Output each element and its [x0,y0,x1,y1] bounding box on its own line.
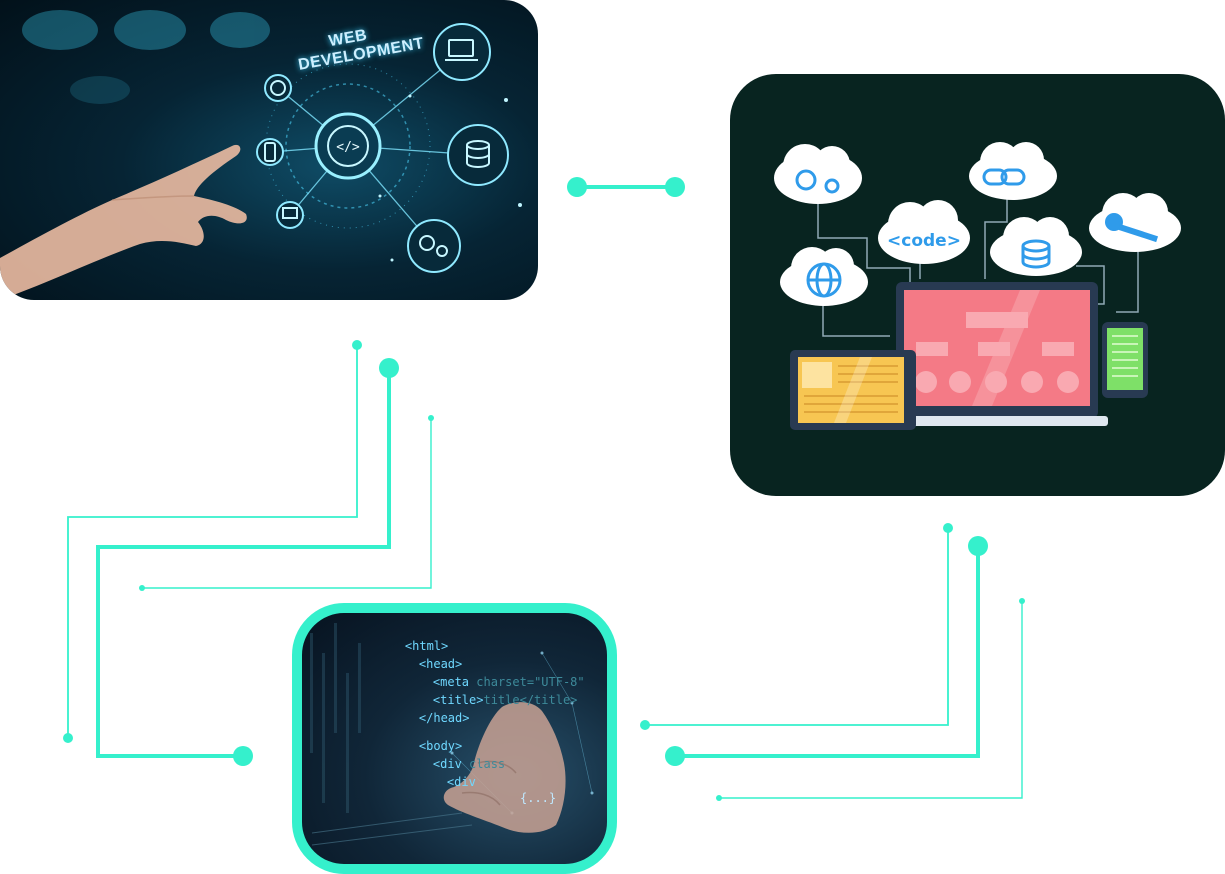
left-dot-6 [139,585,145,591]
phone [1102,322,1148,398]
left-dot-1 [352,340,362,350]
right-circuit-line-2 [675,546,980,758]
phone-icon [256,138,284,166]
key-icon [1105,213,1159,243]
code-line-body: <body> [418,739,463,753]
left-dot-3 [428,415,434,421]
top-dot-left [567,177,587,197]
coding-photo-graphic [310,623,594,846]
pointing-hand [0,144,247,300]
code-ellipsis-tag: {...} [520,791,557,805]
left-circuit-line-2 [96,368,391,758]
code-line-div-1: <div class [432,757,506,771]
laptop-icon [433,23,491,81]
gear-icon [795,169,817,191]
code-line-title: <title>title</title> [432,693,578,707]
link-icon [982,168,1008,186]
web-dev-graphic: </> [0,10,522,300]
code-label: <code> [887,231,961,251]
coding-photo: <html> <head> <meta charset="UTF-8" <tit… [292,603,617,874]
gear-small-icon [824,178,840,194]
code-line-html: <html> [404,639,449,653]
laptop [880,282,1108,426]
right-dot-4 [640,720,650,730]
code-line-head: <head> [418,657,463,671]
right-dot-2 [968,536,988,556]
globe-icon [264,74,292,102]
left-circuit-line-1 [67,345,358,738]
left-circuit-line-3 [142,418,432,589]
monitor-icon [276,201,304,229]
cloud-illustration-graphic: <code> [774,142,1181,430]
database-icon [447,124,509,186]
typing-hand [443,702,566,833]
right-dot-1 [943,523,953,533]
cloud-computing-illustration: <code> [730,74,1225,496]
web-development-image: </> [0,0,538,300]
top-dot-right [665,177,685,197]
right-dot-6 [716,795,722,801]
cloud-code [878,200,970,264]
right-dot-3 [1019,598,1025,604]
svg-text:</>: </> [336,140,360,155]
cloud-gears [774,144,862,204]
cloud-key [1089,193,1181,252]
right-circuit-line-3 [719,601,1023,799]
code-line-head-close: </head> [418,711,470,725]
tablet [790,350,916,430]
right-dot-5 [665,746,685,766]
left-dot-4 [63,733,73,743]
code-line-meta: <meta charset="UTF-8" [432,675,585,689]
right-circuit-line-1 [645,528,949,726]
code-line-div-2: <div [446,775,476,789]
left-dot-2 [379,358,399,378]
code-sync-icon: </> [314,112,382,180]
left-dot-5 [233,746,253,766]
